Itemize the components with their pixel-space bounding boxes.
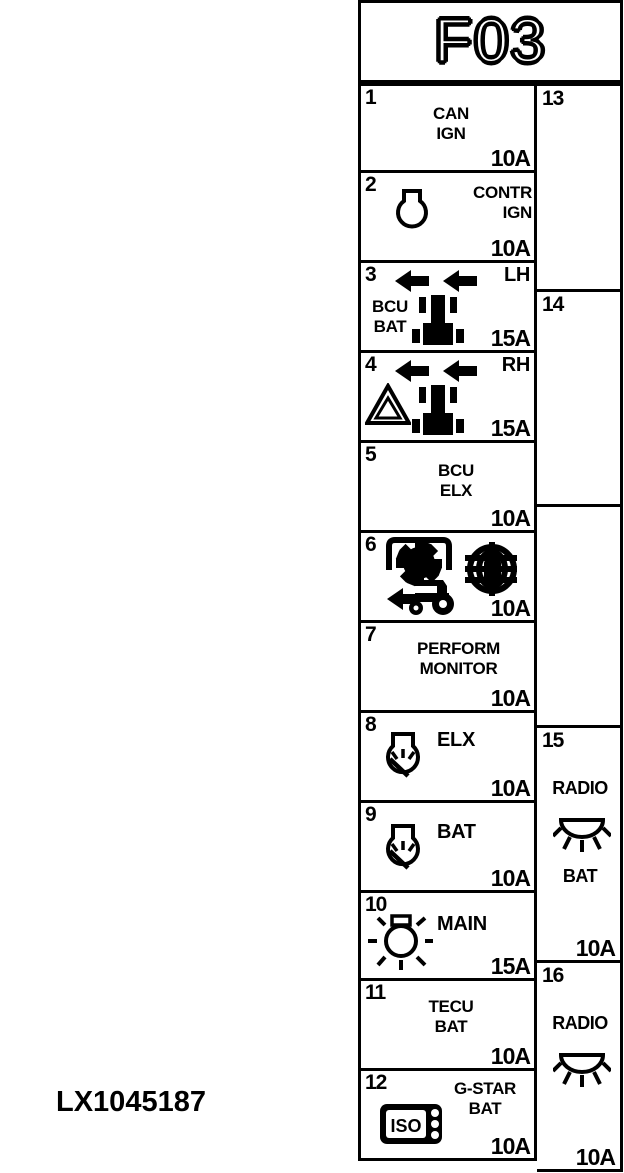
fuse-label-11-line1: TECU: [428, 997, 474, 1016]
fuse-rating-8: 10A: [490, 774, 531, 801]
fuse-cell-12[interactable]: 12 ISO G-STAR BAT 10A: [358, 1071, 537, 1161]
fuse-number-8: 8: [365, 713, 377, 736]
fuse-label-7-line2: MONITOR: [419, 658, 498, 678]
work-lamp-icon: [375, 823, 431, 879]
dome-lamp-icon: [553, 812, 611, 856]
fuse-label-1-line1: CAN: [433, 104, 469, 123]
fuse-number-6: 6: [365, 533, 377, 556]
fuse-rating-1: 10A: [490, 144, 531, 171]
fuse-label-5-line2: ELX: [439, 480, 473, 500]
fuse-label-3-line1: BCU: [372, 297, 408, 316]
fuse-cell-1[interactable]: 1 CAN IGN 10A: [358, 83, 537, 173]
turn-signal-left-icon: [391, 265, 501, 350]
fuse-rating-16: 10A: [575, 1143, 616, 1170]
fuse-cell-14[interactable]: 14: [537, 292, 623, 507]
fuse-number-3: 3: [365, 263, 377, 286]
fuse-cell-13[interactable]: 13: [537, 83, 623, 292]
fuse-number-15: 15: [542, 729, 564, 752]
dome-lamp-icon: [553, 1047, 611, 1091]
fuse-label-11-line2: BAT: [434, 1016, 468, 1036]
fuse-label-9-line1: BAT: [437, 821, 476, 843]
iso-connector-icon: ISO: [378, 1101, 448, 1147]
fuse-label-15-line1: RADIO: [552, 778, 608, 798]
fuse-number-13: 13: [542, 87, 564, 110]
fuse-label-5-line1: BCU: [438, 461, 474, 480]
fuse-cell-15[interactable]: 15 RADIO BAT 10A: [537, 728, 623, 963]
fuse-rating-3: 15A: [490, 324, 531, 351]
fuse-number-10: 10: [365, 893, 387, 916]
fuse-number-12: 12: [365, 1071, 387, 1094]
fuse-side-4: RH: [501, 354, 531, 376]
fuse-cell-5[interactable]: 5 BCU ELX 10A: [358, 443, 537, 533]
fuse-cell-10[interactable]: 10 MAIN 15A: [358, 893, 537, 981]
page-title: F03: [433, 6, 547, 76]
fuse-cell-6[interactable]: 6: [358, 533, 537, 623]
fuse-cell-4[interactable]: 4 RH 15A: [358, 353, 537, 443]
hazard-warning-icon: [365, 383, 411, 427]
panel-title-box: F03: [358, 0, 623, 83]
fuse-label-16-line1: RADIO: [552, 1013, 608, 1033]
fuse-rating-2: 10A: [490, 234, 531, 261]
fuse-number-4: 4: [365, 353, 377, 376]
fuse-rating-7: 10A: [490, 684, 531, 711]
part-number: LX1045187: [56, 1086, 206, 1118]
fuse-number-14: 14: [542, 293, 564, 316]
fuse-label-12-line1: G-STAR: [453, 1079, 517, 1098]
fuse-number-11: 11: [365, 981, 386, 1004]
turn-signal-right-icon: [391, 355, 501, 440]
fuse-rating-11: 10A: [490, 1042, 531, 1069]
fuse-label-15-line2: BAT: [562, 866, 598, 886]
fuse-number-9: 9: [365, 803, 377, 826]
fuse-rating-5: 10A: [490, 504, 531, 531]
tractor-implement-lock-icon: [385, 536, 534, 618]
fuse-cell-16[interactable]: 16 RADIO 10A: [537, 963, 623, 1172]
fuse-number-1: 1: [365, 86, 377, 109]
fuse-label-10-line1: MAIN: [437, 913, 487, 935]
fuse-rating-4: 15A: [490, 414, 531, 441]
fuse-cell-blank: [537, 507, 623, 728]
fuse-cell-9[interactable]: 9 BAT 10A: [358, 803, 537, 893]
fuse-cell-3[interactable]: 3 BCU BAT L: [358, 263, 537, 353]
fuse-cell-8[interactable]: 8 ELX 10A: [358, 713, 537, 803]
fuse-label-7-line1: PERFORM: [417, 639, 500, 658]
fuse-number-5: 5: [365, 443, 377, 466]
fuse-number-2: 2: [365, 173, 377, 196]
head-lamp-icon: [367, 907, 433, 973]
fuse-label-8-line1: ELX: [437, 729, 475, 751]
fuse-panel-diagram: F03 1 CAN IGN 10A 2 CONTR IGN 10A: [358, 0, 623, 1172]
fuse-rating-12: 10A: [490, 1132, 531, 1159]
fuse-number-16: 16: [542, 964, 564, 987]
fuse-cell-11[interactable]: 11 TECU BAT 10A: [358, 981, 537, 1071]
fuse-number-7: 7: [365, 623, 377, 646]
bulb-plain-icon: [387, 187, 437, 239]
svg-text:ISO: ISO: [390, 1116, 421, 1136]
fuse-label-3-line2: BAT: [373, 316, 407, 336]
fuse-label-2-line1: CONTR: [473, 183, 532, 202]
fuse-rating-6: 10A: [490, 594, 531, 621]
fuse-rating-15: 10A: [575, 934, 616, 961]
fuse-label-1-line2: IGN: [436, 123, 466, 143]
fuse-label-12-line2: BAT: [468, 1098, 502, 1118]
fuse-rating-9: 10A: [490, 864, 531, 891]
work-lamp-icon: [375, 731, 431, 787]
fuse-cell-7[interactable]: 7 PERFORM MONITOR 10A: [358, 623, 537, 713]
fuse-label-2-line2: IGN: [502, 202, 533, 222]
fuse-cell-2[interactable]: 2 CONTR IGN 10A: [358, 173, 537, 263]
fuse-rating-10: 15A: [490, 952, 531, 979]
fuse-side-3: LH: [503, 264, 530, 286]
